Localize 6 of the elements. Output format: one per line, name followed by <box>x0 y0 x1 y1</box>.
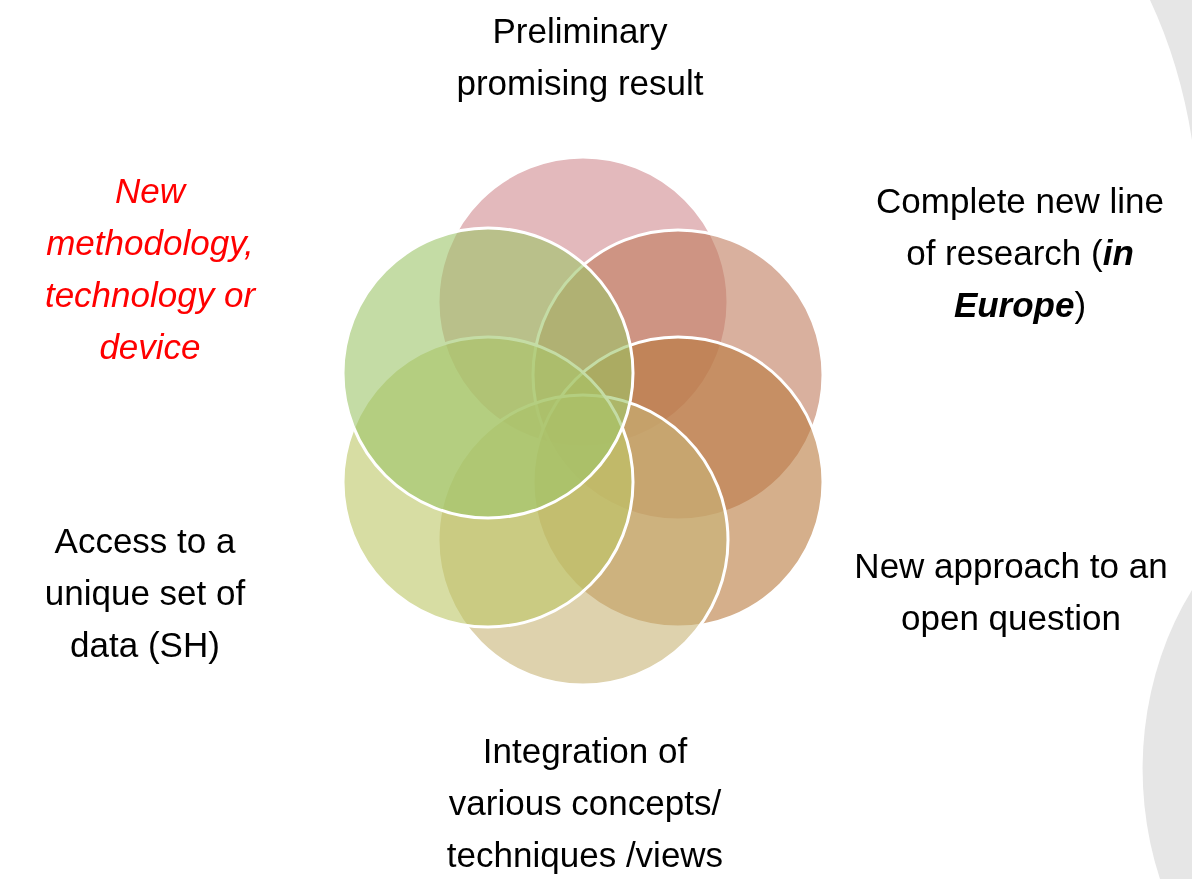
label-text: New methodology, technology or device <box>43 170 258 368</box>
label-text: Preliminary promising result <box>455 10 705 104</box>
label-text: Integration of various concepts/ techniques /views <box>445 730 725 876</box>
label-text: Complete new line of research (in Europe) <box>875 180 1165 326</box>
label-text: New approach to an open question <box>853 545 1169 639</box>
label-text: Access to a unique set of data (SH) <box>43 520 247 666</box>
